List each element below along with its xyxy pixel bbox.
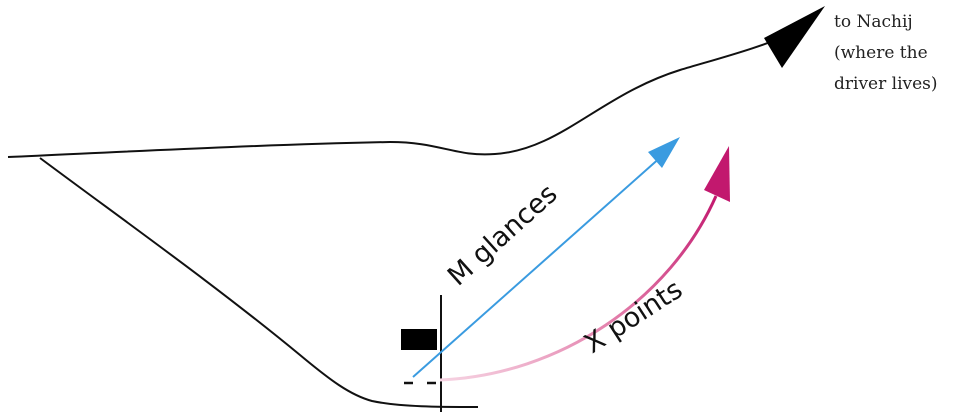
destination-label-line-2: (where the (834, 43, 928, 63)
glance-label: M glances (442, 178, 564, 292)
point-arrow-head (704, 146, 730, 202)
point-arrow-line (439, 195, 718, 382)
point-label: X points (579, 274, 688, 360)
road-lower-edge (39, 157, 479, 408)
car-marker (401, 329, 437, 350)
destination-arrow-head (764, 6, 825, 68)
glance-arrow-head (648, 137, 680, 168)
glance-arrow-line (412, 155, 663, 378)
destination-label-line-3: driver lives) (834, 74, 938, 94)
road-upper-edge (7, 29, 801, 158)
destination-label-line-1: to Nachij (834, 12, 913, 32)
